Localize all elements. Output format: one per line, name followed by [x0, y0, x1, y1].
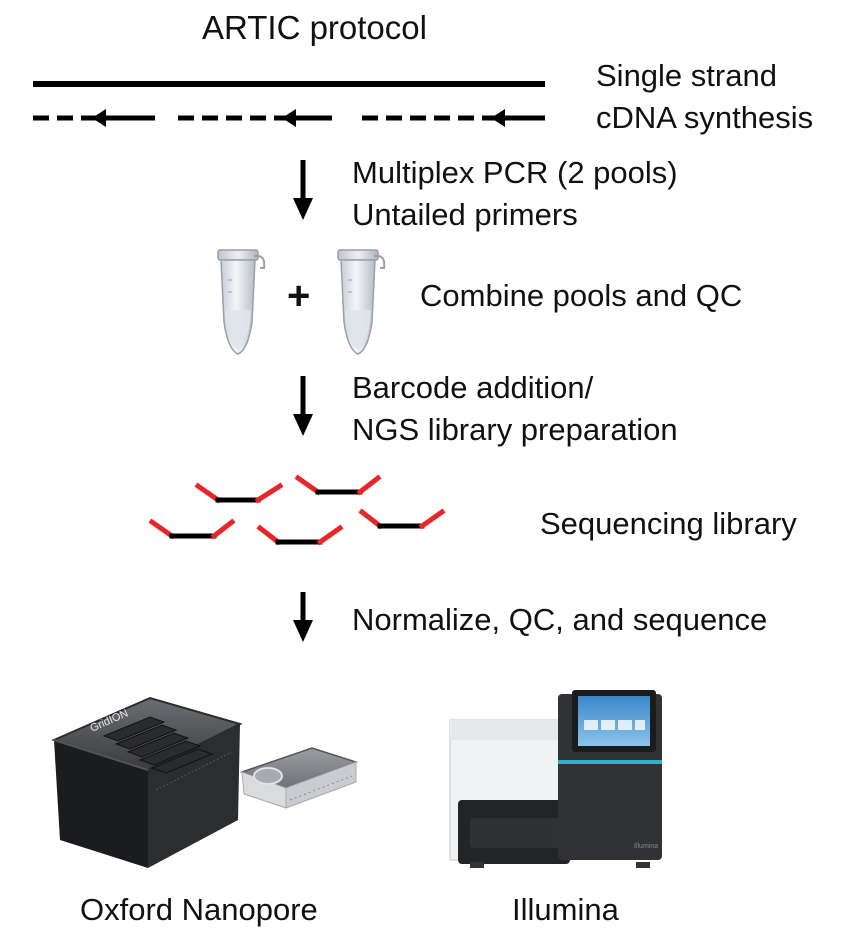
- left-arrow-icon: [491, 109, 505, 127]
- fragment-icon: [294, 474, 382, 496]
- step-cdna-line2: cDNA synthesis: [596, 100, 814, 135]
- cdna-strands: [33, 109, 545, 127]
- platform-label-illumina: Illumina: [512, 892, 619, 927]
- step-combine: Combine pools and QC: [420, 278, 743, 313]
- down-arrow-icon: [293, 376, 313, 436]
- library-fragments: [148, 474, 446, 546]
- fragment-icon: [194, 482, 284, 504]
- tube-icon: [217, 249, 266, 355]
- illumina-device-text: Illumina: [634, 843, 658, 850]
- platform-label-nanopore: Oxford Nanopore: [80, 892, 318, 927]
- tube-icon: [337, 249, 386, 355]
- step-pcr-line1: Multiplex PCR (2 pools): [352, 155, 678, 190]
- minion-device-image: [239, 747, 359, 809]
- plus-sign: +: [287, 274, 311, 318]
- step-normalize: Normalize, QC, and sequence: [352, 602, 768, 637]
- step-cdna-line1: Single strand: [596, 58, 777, 93]
- left-arrow-icon: [282, 109, 296, 127]
- down-arrow-icon: [293, 592, 313, 642]
- step-barcode-line1: Barcode addition/: [352, 370, 594, 405]
- illumina-sequencer-image: Illumina: [449, 690, 662, 868]
- step-pcr-line2: Untailed primers: [352, 197, 578, 232]
- step-library: Sequencing library: [540, 506, 797, 541]
- down-arrow-icon: [293, 160, 313, 220]
- step-barcode-line2: NGS library preparation: [352, 412, 678, 447]
- left-arrow-icon: [92, 109, 106, 127]
- fragment-icon: [256, 524, 344, 546]
- gridion-device-image: GridION: [51, 696, 243, 868]
- diagram-title: ARTIC protocol: [202, 9, 427, 46]
- fragment-icon: [148, 518, 236, 540]
- fragment-icon: [358, 508, 446, 530]
